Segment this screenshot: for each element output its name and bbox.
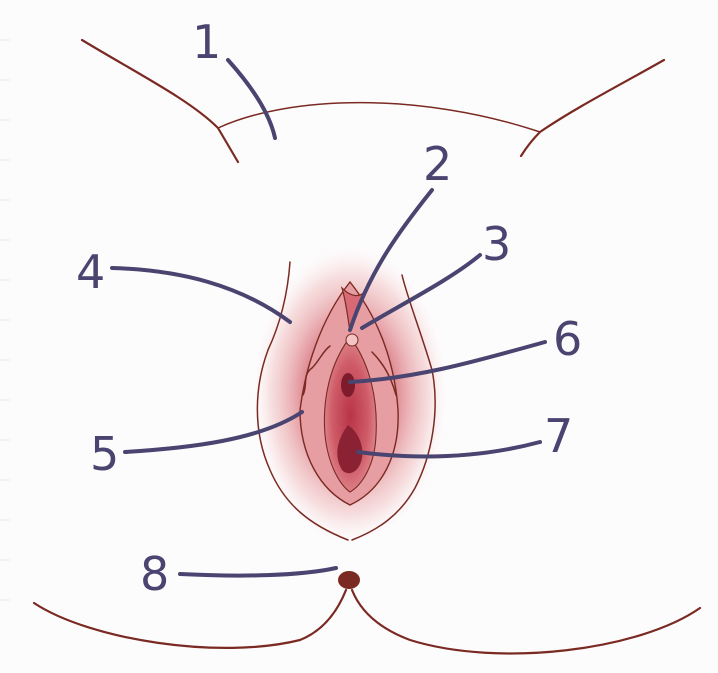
right-buttock-contour (352, 590, 700, 653)
left-buttock-contour (34, 590, 346, 648)
label-2: 2 (423, 137, 452, 191)
label-6: 6 (553, 312, 582, 366)
urethral-opening (341, 373, 355, 397)
label-4: 4 (76, 245, 105, 299)
leader-1 (228, 60, 275, 138)
leader-8 (180, 568, 336, 576)
edge-ticks (0, 40, 10, 600)
clitoris (346, 334, 358, 346)
label-5: 5 (90, 427, 119, 481)
anus (338, 571, 360, 589)
label-3: 3 (482, 217, 511, 271)
label-7: 7 (544, 409, 573, 463)
label-1: 1 (192, 15, 221, 69)
right-thigh-crease (521, 60, 664, 156)
label-8: 8 (140, 547, 169, 601)
leader-4 (112, 268, 290, 322)
